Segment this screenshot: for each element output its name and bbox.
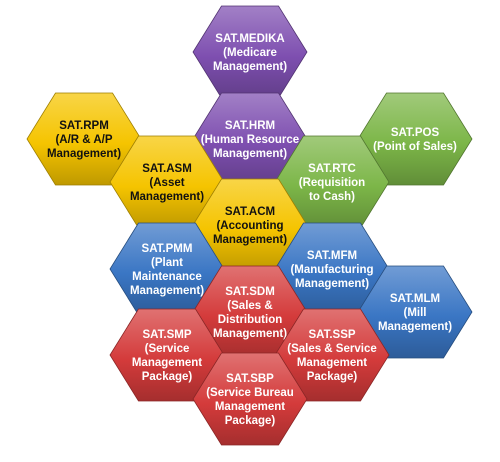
module-description-line: (Point of Sales) — [373, 141, 457, 153]
module-code: SAT.MLM — [390, 293, 440, 305]
module-description-line: Management — [297, 357, 367, 369]
module-code: SAT.SSP — [308, 329, 355, 341]
module-description-line: Package) — [225, 415, 276, 427]
module-description-line: (Manufacturing — [290, 264, 373, 276]
module-rtc: SAT.RTC (Requisition to Cash) — [274, 135, 390, 229]
module-description-line: Package) — [142, 371, 193, 383]
module-code: SAT.SBP — [226, 373, 274, 385]
module-code: SAT.ACM — [225, 206, 275, 218]
module-description-line: (Human Resource — [201, 134, 299, 146]
module-description-line: (Mill — [404, 307, 427, 319]
module-code: SAT.POS — [391, 127, 440, 139]
module-label-rpm: SAT.RPM (A/R & A/P Management) — [47, 120, 121, 160]
module-description-line: (Service Bureau — [206, 387, 294, 399]
module-description-line: to Cash) — [309, 191, 355, 203]
module-description-line: Distribution — [218, 314, 283, 326]
module-code: SAT.HRM — [225, 120, 275, 132]
module-code: SAT.RPM — [59, 120, 109, 132]
module-description-line: Management) — [295, 278, 369, 290]
module-description-line: Management) — [213, 148, 287, 160]
module-description-line: (Sales & — [227, 300, 272, 312]
module-description-line: Maintenance — [132, 271, 202, 283]
hexagon-sbp — [192, 352, 308, 446]
module-description-line: Management) — [213, 328, 287, 340]
module-description-line: (Plant — [151, 257, 183, 269]
module-label-rtc: SAT.RTC (Requisition to Cash) — [299, 163, 365, 203]
module-code: SAT.MEDIKA — [215, 33, 284, 45]
module-code: SAT.SDM — [225, 286, 275, 298]
module-description-line: Management) — [213, 61, 287, 73]
module-description-line: Management) — [213, 234, 287, 246]
module-pos: SAT.POS (Point of Sales) — [357, 92, 473, 186]
module-description-line: Management) — [47, 148, 121, 160]
module-description-line: (Medicare — [223, 47, 277, 59]
module-code: SAT.SMP — [143, 329, 192, 341]
module-code: SAT.RTC — [308, 163, 356, 175]
module-description-line: (Asset — [149, 177, 184, 189]
module-description-line: (Sales & Service — [287, 343, 377, 355]
module-code: SAT.MFM — [307, 250, 357, 262]
module-description-line: (A/R & A/P — [55, 134, 112, 146]
module-description-line: (Requisition — [299, 177, 365, 189]
module-description-line: Management — [215, 401, 285, 413]
module-code: SAT.PMM — [142, 243, 193, 255]
module-code: SAT.ASM — [142, 163, 192, 175]
module-description-line: (Service — [145, 343, 190, 355]
module-description-line: Management) — [130, 285, 204, 297]
module-rpm: SAT.RPM (A/R & A/P Management) — [26, 92, 142, 186]
module-description-line: Package) — [307, 371, 358, 383]
module-label-pos: SAT.POS (Point of Sales) — [373, 127, 457, 153]
module-description-line: Management — [132, 357, 202, 369]
module-description-line: Management) — [378, 321, 452, 333]
module-description-line: (Accounting — [216, 220, 283, 232]
module-description-line: Management) — [130, 191, 204, 203]
